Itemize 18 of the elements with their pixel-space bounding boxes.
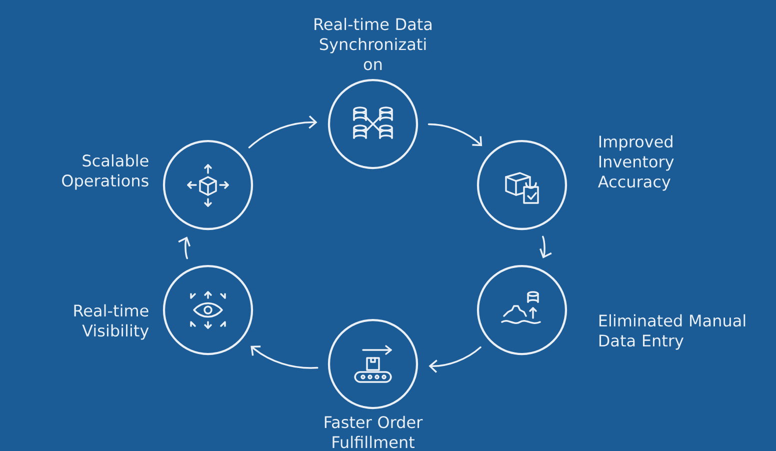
node-label: Improved Inventory Accuracy bbox=[598, 135, 674, 191]
step-circle bbox=[74, 264, 254, 356]
arrow bbox=[428, 123, 482, 146]
arrow bbox=[539, 236, 552, 258]
node-label: Eliminated Manual Data Entry bbox=[599, 314, 746, 350]
arrow bbox=[428, 346, 482, 373]
node-label: Real-time Data Synchronizati on bbox=[314, 18, 432, 70]
step-circle bbox=[324, 318, 423, 448]
step-circle bbox=[314, 18, 432, 170]
arrow bbox=[178, 236, 191, 260]
step-circle bbox=[476, 135, 674, 230]
arrow bbox=[250, 346, 318, 369]
node-label: Real-time Visibility bbox=[74, 304, 149, 340]
node-label: Faster Order Fulfillment bbox=[324, 416, 423, 448]
node-label: Scalable Operations bbox=[62, 154, 148, 190]
arrow bbox=[248, 115, 318, 148]
step-circle bbox=[476, 264, 746, 356]
step-circle bbox=[62, 140, 254, 230]
